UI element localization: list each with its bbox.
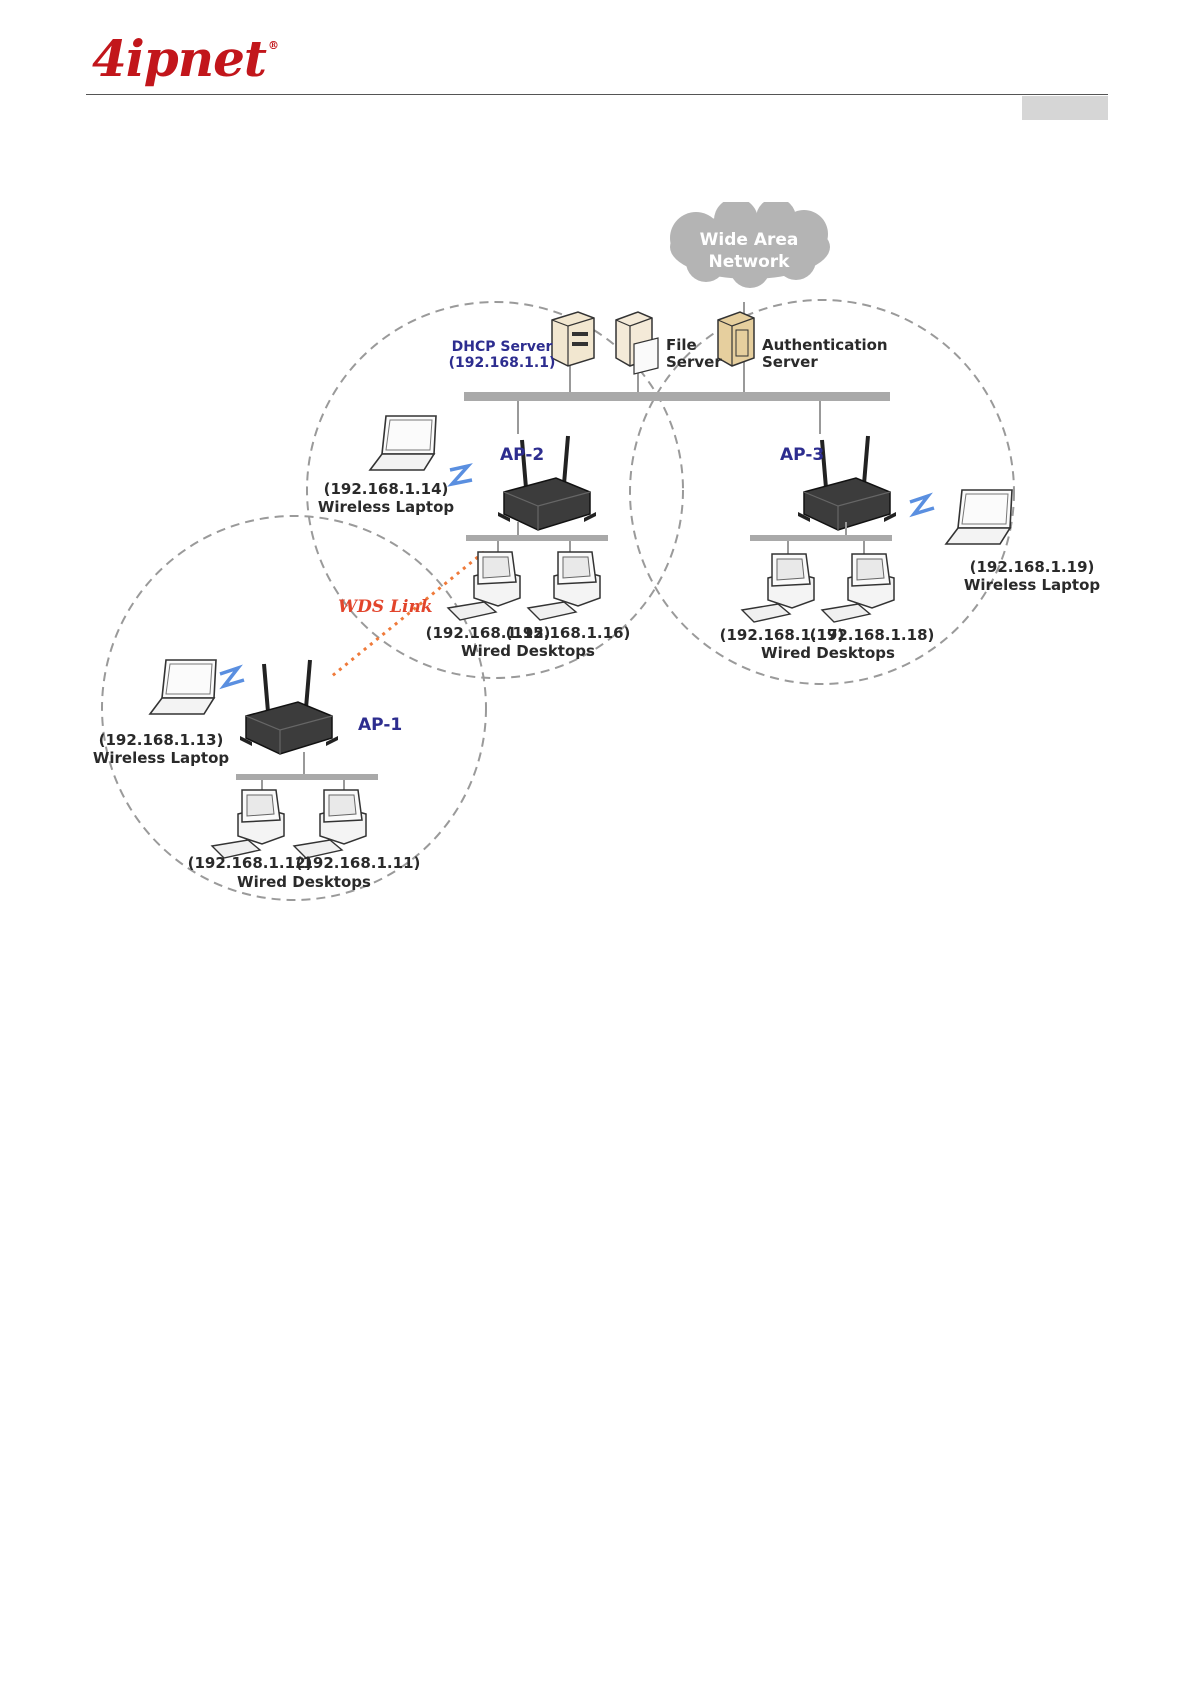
diagram-label: (192.168.1.18) xyxy=(810,626,935,644)
diagram-label: (192.168.1.11) xyxy=(296,854,421,872)
wireless-signal-icon xyxy=(447,463,473,487)
desktop-icon xyxy=(741,553,815,623)
diagram-label: Wide Area xyxy=(700,230,799,250)
desktop-icon xyxy=(211,789,285,859)
diagram-label: AP-3 xyxy=(780,445,824,465)
diagram-label: Wired Desktops xyxy=(461,642,595,660)
laptop-icon xyxy=(945,489,1013,545)
diagram-label: Network xyxy=(709,252,791,272)
diagram-label: Wired Desktops xyxy=(237,873,371,891)
desktop-icon xyxy=(821,553,895,623)
diagram-label: Wireless Laptop xyxy=(318,498,455,516)
company-logo: 4ipnet® xyxy=(92,29,279,88)
diagram-label: WDS Link xyxy=(338,597,433,617)
diagram-label: Wireless Laptop xyxy=(964,576,1101,594)
backbone-bus xyxy=(464,392,890,401)
ap1-coverage-circle xyxy=(101,515,487,901)
ap2-coverage-circle xyxy=(306,301,684,679)
diagram-label: DHCP Server xyxy=(452,339,553,355)
diagram-label: File xyxy=(666,336,697,354)
diagram-label: (192.168.1.14) xyxy=(324,480,449,498)
wireless-signal-icon xyxy=(219,664,245,690)
laptop-icon xyxy=(369,415,437,471)
diagram-label: Server xyxy=(666,353,722,371)
diagram-label: (192.168.1.17) xyxy=(720,626,845,644)
diagram-label: (192.168.1.15) xyxy=(426,624,551,642)
ap1-device-icon xyxy=(238,658,340,756)
header-divider xyxy=(86,94,1108,95)
diagram-label: (192.168.1.19) xyxy=(970,558,1095,576)
page-number-tab xyxy=(1022,96,1108,120)
diagram-label: (192.168.1.1) xyxy=(449,355,556,371)
diagram-label: Wireless Laptop xyxy=(93,749,230,767)
network-diagram: Wide Area Network DHCP Server (192.168.1… xyxy=(86,202,1108,950)
authentication-server-icon xyxy=(717,311,755,367)
wide-area-network-cloud: Wide Area Network xyxy=(670,202,830,288)
diagram-label: AP-2 xyxy=(500,445,544,465)
ap3-coverage-circle xyxy=(629,299,1015,685)
file-server-icon xyxy=(615,311,659,375)
diagram-label: AP-1 xyxy=(358,715,402,735)
dhcp-server-icon xyxy=(551,311,595,367)
desktop-icon xyxy=(447,551,521,621)
diagram-label: Wired Desktops xyxy=(761,644,895,662)
wds-link-line xyxy=(331,550,485,678)
desktop-icon xyxy=(527,551,601,621)
laptop-icon xyxy=(149,659,217,715)
diagram-label: Authentication xyxy=(762,336,888,354)
wireless-signal-icon xyxy=(909,492,935,518)
diagram-label: (192.168.1.16) xyxy=(506,624,631,642)
diagram-label: Server xyxy=(762,353,818,371)
diagram-label: (192.168.1.13) xyxy=(99,731,224,749)
diagram-label: (192.168.1.12) xyxy=(188,854,313,872)
desktop-icon xyxy=(293,789,367,859)
